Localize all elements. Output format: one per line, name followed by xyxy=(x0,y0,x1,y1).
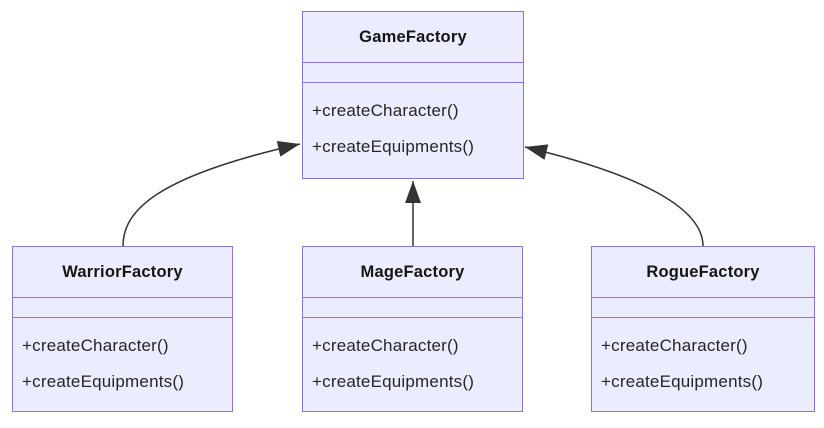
class-title: GameFactory xyxy=(303,12,523,63)
class-title: MageFactory xyxy=(303,247,522,298)
class-node-gamefactory: GameFactory +createCharacter() +createEq… xyxy=(302,11,524,179)
class-methods: +createCharacter() +createEquipments() xyxy=(13,318,232,400)
class-attributes-empty xyxy=(303,63,523,83)
class-method: +createCharacter() xyxy=(312,336,459,355)
class-methods: +createCharacter() +createEquipments() xyxy=(592,318,814,400)
class-title: WarriorFactory xyxy=(13,247,232,298)
class-node-magefactory: MageFactory +createCharacter() +createEq… xyxy=(302,246,523,412)
class-method: +createEquipments() xyxy=(312,372,475,391)
class-method: +createCharacter() xyxy=(312,101,459,120)
class-methods: +createCharacter() +createEquipments() xyxy=(303,83,523,165)
class-method: +createEquipments() xyxy=(312,137,475,156)
class-method: +createCharacter() xyxy=(601,336,748,355)
class-title: RogueFactory xyxy=(592,247,814,298)
class-node-roguefactory: RogueFactory +createCharacter() +createE… xyxy=(591,246,815,412)
class-method: +createCharacter() xyxy=(22,336,169,355)
class-attributes-empty xyxy=(592,298,814,318)
arrow-warrior-to-gamefactory xyxy=(122,141,301,247)
class-attributes-empty xyxy=(13,298,232,318)
class-method: +createEquipments() xyxy=(22,372,185,391)
arrow-rogue-to-gamefactory xyxy=(524,144,704,247)
class-method: +createEquipments() xyxy=(601,372,764,391)
class-attributes-empty xyxy=(303,298,522,318)
class-node-warriorfactory: WarriorFactory +createCharacter() +creat… xyxy=(12,246,233,412)
class-methods: +createCharacter() +createEquipments() xyxy=(303,318,522,400)
